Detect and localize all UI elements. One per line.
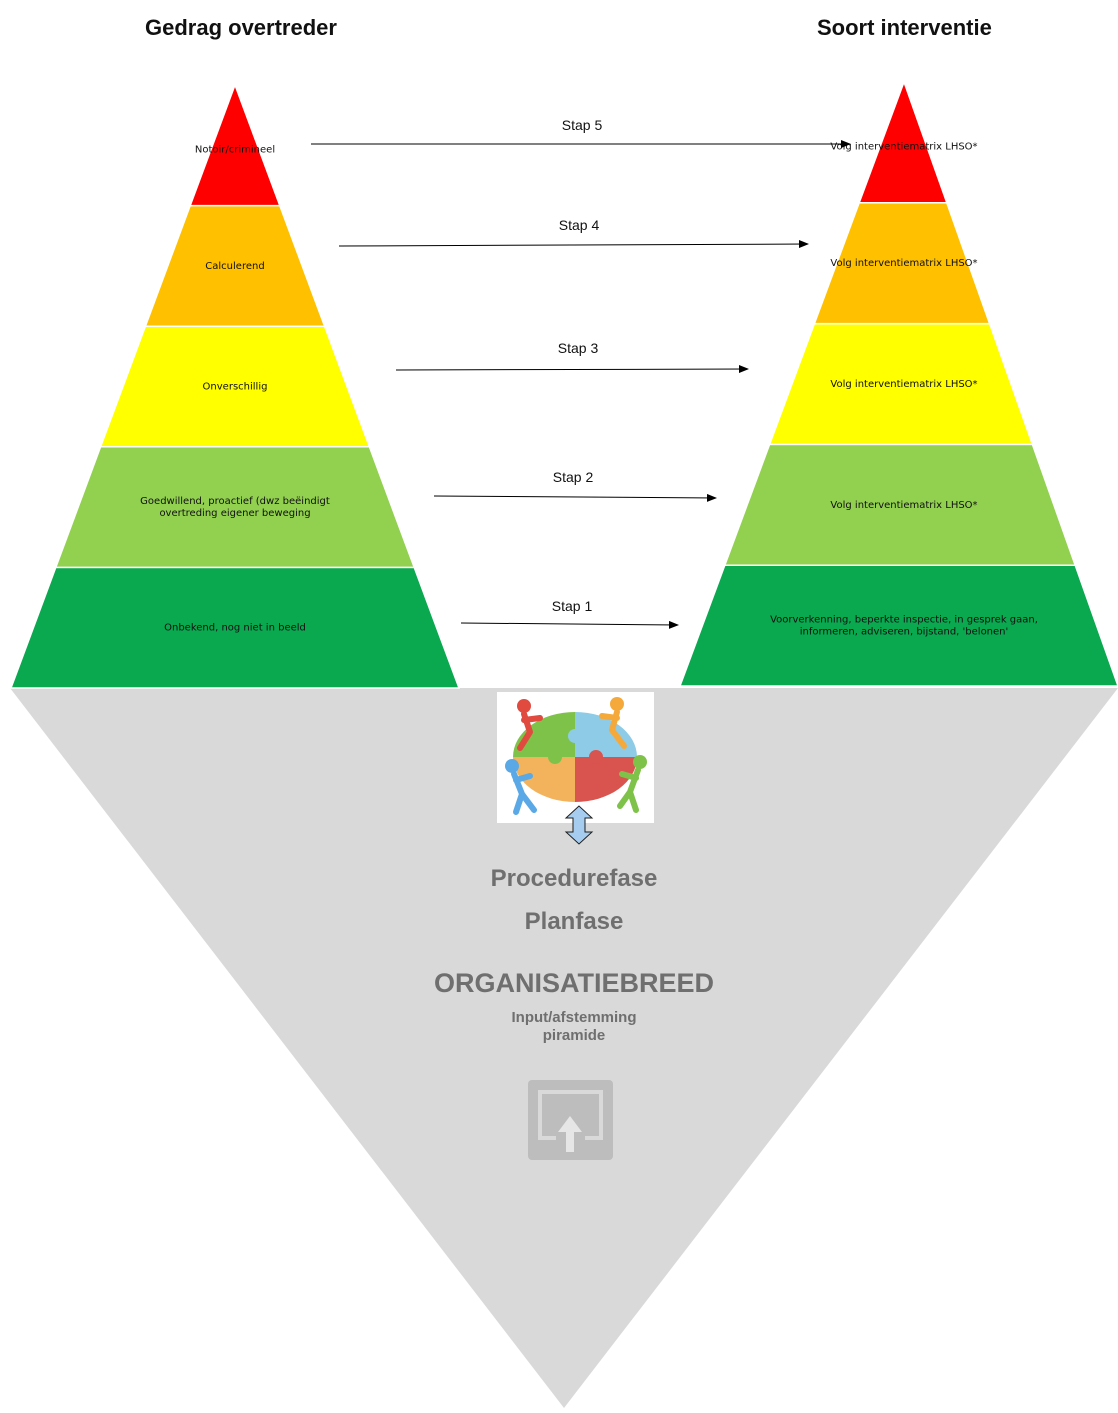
- step-4-label: Stap 4: [559, 217, 600, 233]
- double-arrow-icon: [564, 805, 594, 845]
- plan-phase-label: Planfase: [524, 908, 624, 935]
- step-4-arrow: [338, 240, 809, 249]
- right-pyramid-layer-4-label: Volg interventiematrix LHSO*: [830, 258, 977, 269]
- right-pyramid: Voorverkenning, beperkte inspectie, in g…: [678, 79, 1118, 687]
- right-pyramid-layer-3-label: Volg interventiematrix LHSO*: [830, 379, 977, 390]
- left-pyramid-layer-4-label: Calculerend: [205, 261, 264, 272]
- organisation-triangle: [10, 688, 1118, 1408]
- step-1-label: Stap 1: [552, 598, 593, 614]
- left-pyramid-layer-1-label: Onbekend, nog niet in beeld: [164, 623, 306, 634]
- upload-icon: [528, 1080, 613, 1160]
- step-3-arrow: [395, 365, 749, 374]
- right-pyramid-layer-1-label: Voorverkenning, beperkte inspectie, in g…: [770, 615, 1038, 638]
- step-5-label: Stap 5: [562, 117, 603, 133]
- right-pyramid-layer-5: [858, 79, 948, 204]
- pyramid-label: piramide: [542, 1027, 606, 1044]
- right-pyramid-layer-5-label: Volg interventiematrix LHSO*: [830, 141, 977, 152]
- step-1-arrow: [460, 620, 679, 629]
- right-header: Soort interventie: [817, 15, 992, 40]
- right-pyramid-layer-2-label: Volg interventiematrix LHSO*: [830, 500, 977, 511]
- step-2-arrow: [433, 493, 717, 502]
- left-pyramid-layer-5: [189, 82, 281, 207]
- puzzle-people-icon: [497, 692, 654, 823]
- left-pyramid-layer-5-label: Notoir/crimineel: [195, 144, 275, 155]
- step-3-label: Stap 3: [558, 340, 599, 356]
- left-pyramid-layer-3-label: Onverschillig: [203, 382, 268, 393]
- step-arrows: Stap 1 Stap 2 Stap 3 Stap 4 Stap 5: [311, 117, 851, 629]
- organisation-wide-label: ORGANISATIEBREED: [433, 968, 715, 998]
- input-alignment-label: Input/afstemming: [511, 1009, 637, 1026]
- left-pyramid: Onbekend, nog niet in beeld Goedwillend, …: [9, 82, 461, 689]
- step-2-label: Stap 2: [553, 469, 594, 485]
- left-header: Gedrag overtreder: [145, 15, 337, 40]
- procedure-phase-label: Procedurefase: [490, 865, 658, 892]
